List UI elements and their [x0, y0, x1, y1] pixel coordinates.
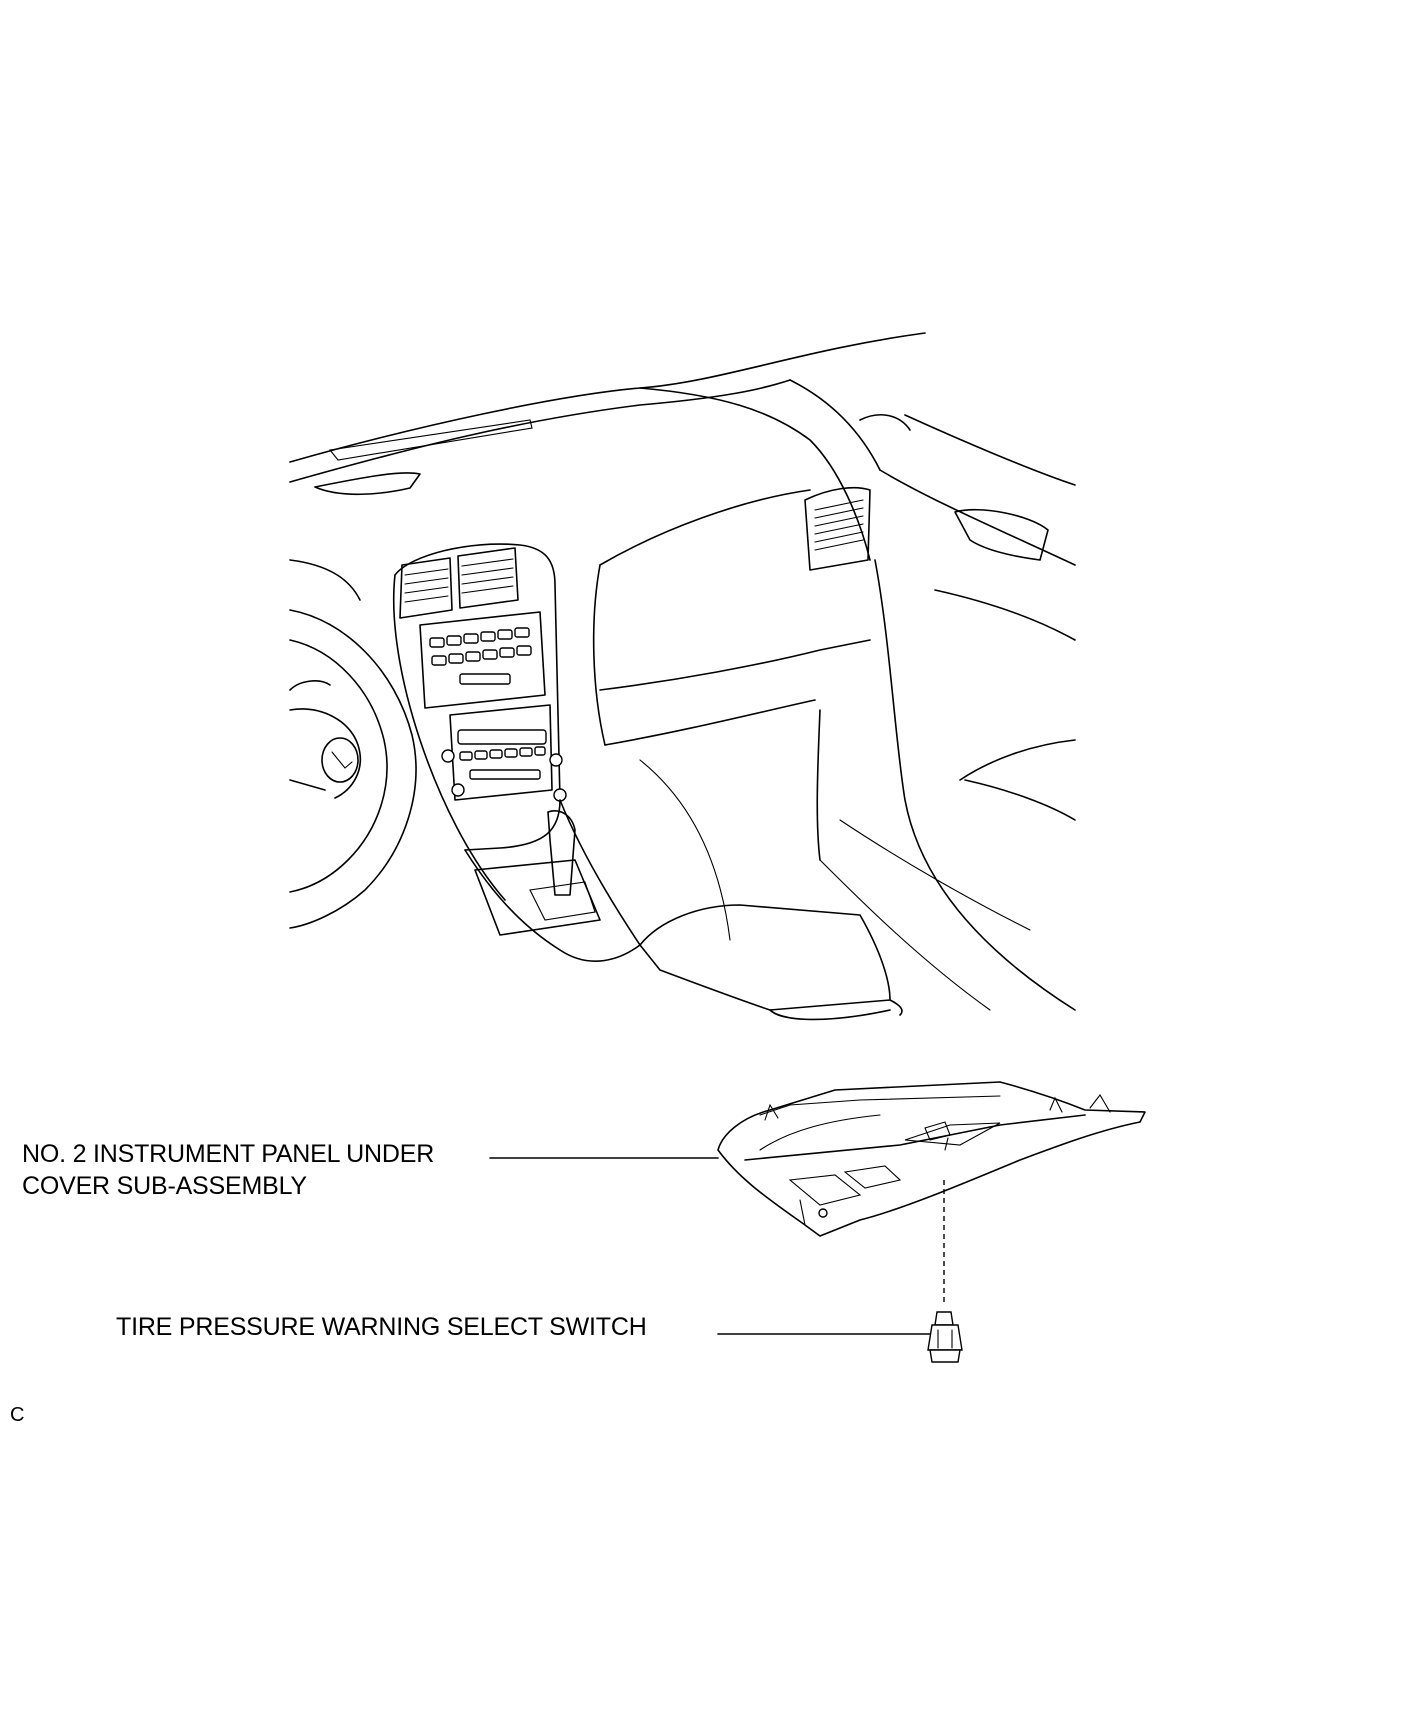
instrument-panel-under-cover-label-line1: NO. 2 INSTRUMENT PANEL UNDER: [22, 1140, 435, 1168]
corner-mark: C: [10, 1404, 25, 1426]
vehicle-interior-illustration: [289, 332, 1076, 1021]
instrument-panel-under-cover-part: [717, 1081, 1146, 1237]
instrument-panel-under-cover-label-line2: COVER SUB-ASSEMBLY: [22, 1172, 307, 1200]
tire-pressure-switch-label: TIRE PRESSURE WARNING SELECT SWITCH: [116, 1313, 647, 1341]
instrument-panel-under-cover-label: NO. 2 INSTRUMENT PANEL UNDER COVER SUB-A…: [22, 1138, 434, 1202]
tire-pressure-warning-select-switch-part: [927, 1311, 963, 1363]
